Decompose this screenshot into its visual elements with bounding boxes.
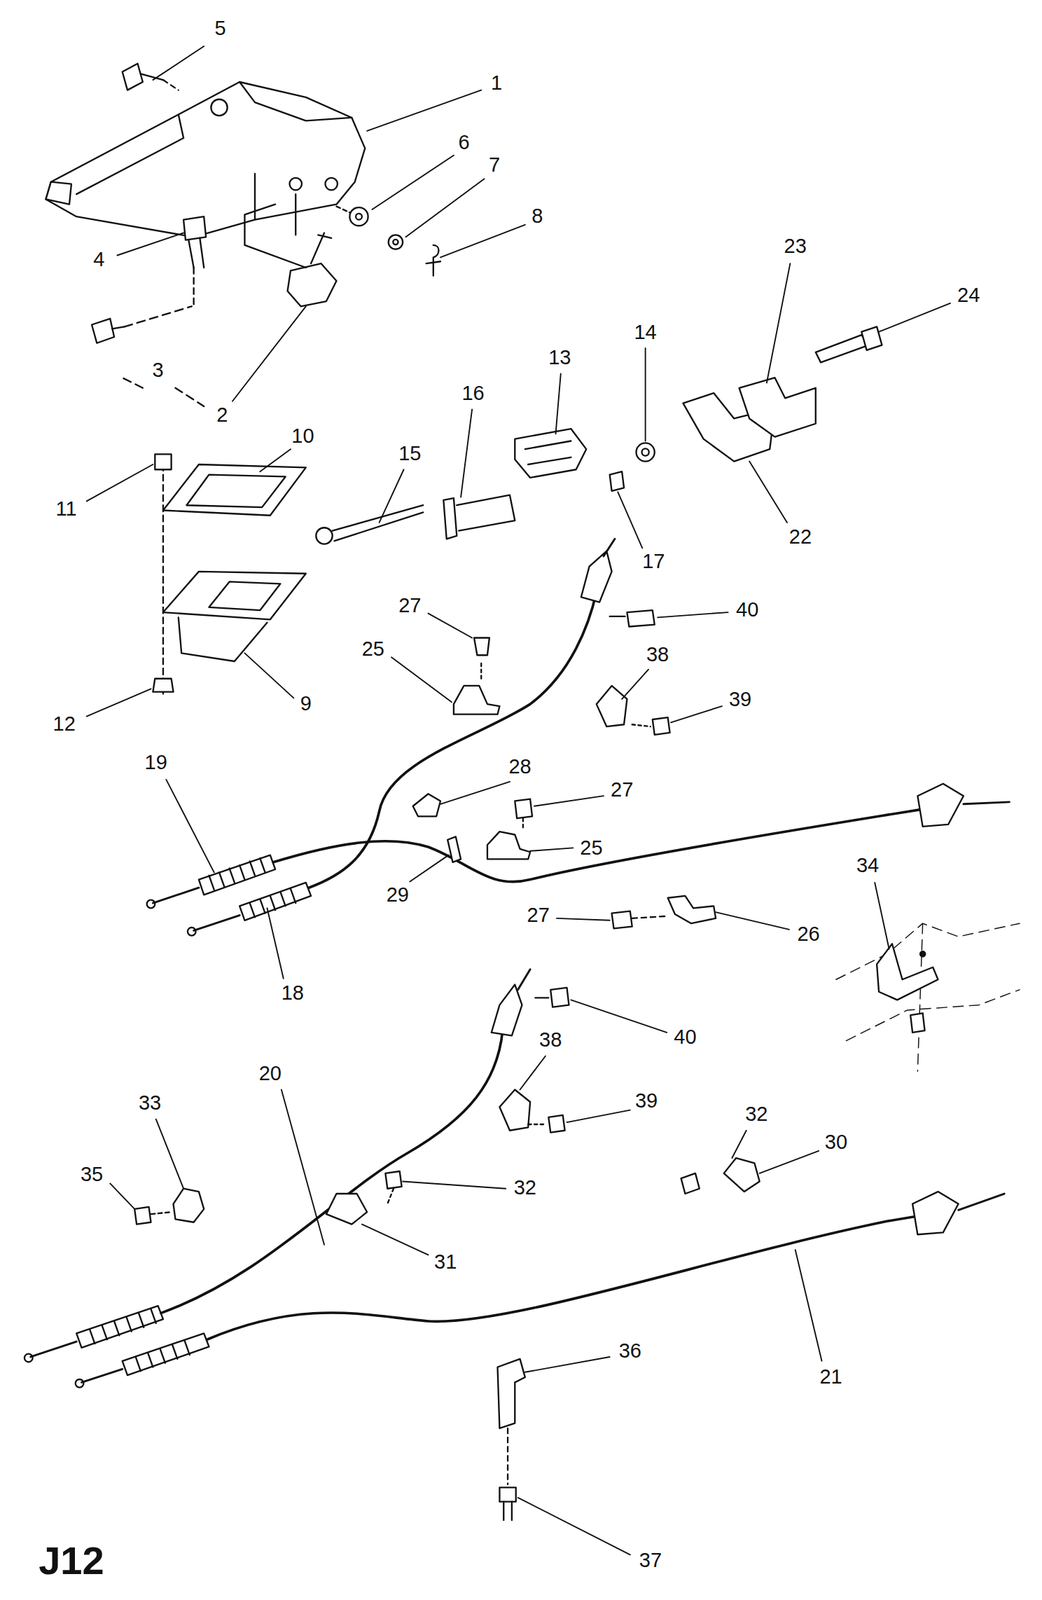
callout-number: 1 bbox=[489, 72, 504, 95]
gaiter-plate bbox=[163, 464, 307, 662]
callout-number: 27 bbox=[609, 778, 635, 802]
callout-number: 29 bbox=[385, 883, 411, 907]
callout-number: 31 bbox=[432, 1251, 458, 1274]
callout-number: 30 bbox=[823, 1130, 849, 1154]
callout-number: 26 bbox=[795, 922, 821, 946]
callout-number: 3 bbox=[151, 359, 166, 382]
rear-cable bbox=[24, 969, 531, 1363]
callout-number: 19 bbox=[143, 751, 169, 774]
callout-number: 13 bbox=[546, 346, 573, 370]
callout-number: 11 bbox=[54, 497, 79, 521]
callout-number: 32 bbox=[743, 1102, 769, 1126]
bolt bbox=[183, 216, 206, 268]
callout-number: 33 bbox=[137, 1091, 163, 1115]
callout-number: 18 bbox=[280, 981, 306, 1005]
callout-number: 21 bbox=[817, 1365, 844, 1388]
callout-number: 34 bbox=[855, 854, 881, 877]
callout-number: 36 bbox=[617, 1339, 643, 1363]
figure-code: J12 bbox=[37, 1538, 106, 1582]
hand-brake-lever bbox=[46, 81, 366, 237]
callout-number: 27 bbox=[525, 904, 552, 928]
callout-number: 5 bbox=[212, 17, 227, 40]
callout-number: 35 bbox=[79, 1163, 105, 1186]
callout-number: 15 bbox=[397, 442, 423, 465]
callout-number: 16 bbox=[460, 382, 486, 405]
callout-number: 2 bbox=[214, 404, 229, 427]
callout-number: 28 bbox=[506, 755, 533, 778]
callout-number: 32 bbox=[512, 1176, 538, 1199]
callout-number: 38 bbox=[537, 1028, 564, 1052]
callout-number: 12 bbox=[51, 712, 78, 736]
callout-number: 4 bbox=[91, 248, 106, 272]
callout-number: 14 bbox=[632, 321, 658, 344]
leader-lines bbox=[86, 46, 951, 1554]
callout-number: 25 bbox=[578, 836, 604, 860]
callout-number: 10 bbox=[289, 425, 316, 448]
callout-number: 8 bbox=[530, 205, 545, 228]
callout-number: 9 bbox=[299, 692, 314, 715]
bolt bbox=[91, 318, 125, 344]
callout-number: 22 bbox=[787, 525, 814, 549]
callout-number: 39 bbox=[727, 688, 753, 711]
callout-number: 6 bbox=[456, 131, 471, 155]
callout-number: 37 bbox=[637, 1548, 664, 1572]
callout-number: 24 bbox=[955, 284, 982, 307]
callout-number: 25 bbox=[360, 637, 386, 661]
rear-cable bbox=[147, 783, 1010, 909]
callout-number: 23 bbox=[782, 235, 809, 258]
callout-number: 40 bbox=[672, 1025, 698, 1049]
callout-number: 17 bbox=[640, 550, 666, 573]
rear-cable bbox=[187, 538, 615, 935]
callout-number: 7 bbox=[487, 154, 502, 177]
rear-cable bbox=[75, 1191, 1005, 1388]
floor-bracket bbox=[836, 922, 1020, 1071]
callout-number: 38 bbox=[644, 643, 671, 666]
callout-number: 39 bbox=[633, 1089, 659, 1113]
callout-number: 20 bbox=[257, 1062, 283, 1085]
callout-number: 40 bbox=[734, 598, 760, 622]
ratchet-part bbox=[244, 204, 337, 307]
callout-number: 27 bbox=[397, 594, 423, 617]
